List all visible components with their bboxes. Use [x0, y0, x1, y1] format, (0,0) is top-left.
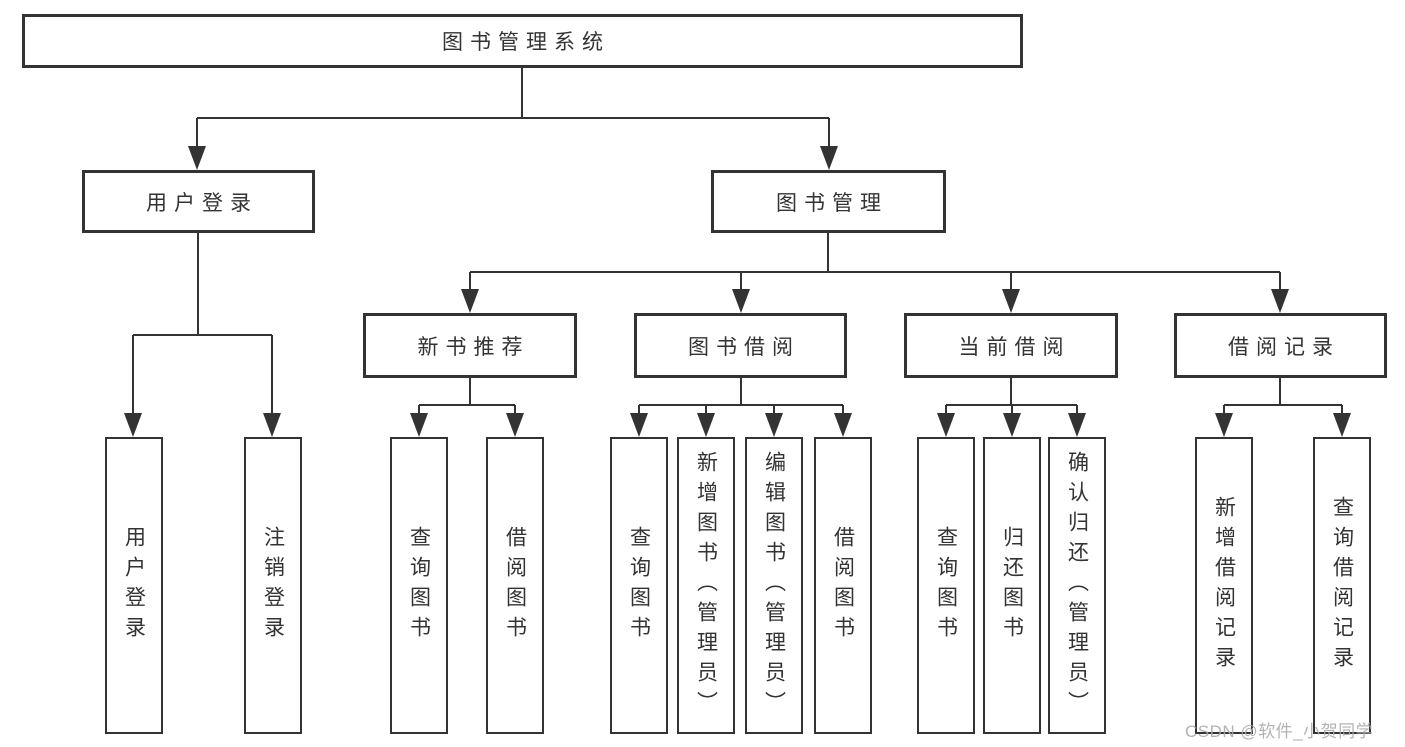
- node-current-borrow-label: 当前借阅: [958, 335, 1071, 359]
- node-book-borrow: 图书借阅: [634, 313, 847, 378]
- node-user-login: 用户登录: [82, 170, 315, 233]
- node-book-management: 图书管理: [711, 170, 946, 233]
- leaf-return-books: 归还图书: [983, 437, 1041, 734]
- node-user-login-label: 用户登录: [146, 191, 258, 215]
- leaf-logout-label: 注销登录: [261, 525, 285, 646]
- leaf-add-book-admin: 新增图书（管理员）: [677, 437, 735, 734]
- leaf-add-borrow-record-label: 新增借阅记录: [1212, 495, 1236, 676]
- leaf-return-books-label: 归还图书: [1000, 525, 1024, 646]
- leaf-add-borrow-record: 新增借阅记录: [1195, 437, 1253, 734]
- node-current-borrow: 当前借阅: [904, 313, 1118, 378]
- leaf-borrow-books-recommend-label: 借阅图书: [503, 525, 527, 646]
- node-book-borrow-label: 图书借阅: [688, 335, 800, 359]
- leaf-borrow-books-label: 借阅图书: [831, 525, 855, 646]
- leaf-query-books-borrow-label: 查询图书: [627, 525, 651, 646]
- leaf-query-books-recommend-label: 查询图书: [407, 525, 431, 646]
- node-root-label: 图书管理系统: [442, 31, 610, 54]
- leaf-query-borrow-record: 查询借阅记录: [1313, 437, 1371, 734]
- leaf-query-books-recommend: 查询图书: [390, 437, 448, 734]
- leaf-confirm-return-admin-label: 确认归还（管理员）: [1065, 450, 1089, 721]
- leaf-query-books-current-label: 查询图书: [934, 525, 958, 646]
- node-root-library-management-system: 图书管理系统: [22, 14, 1023, 68]
- leaf-logout: 注销登录: [244, 437, 302, 734]
- leaf-user-login-label: 用户登录: [122, 525, 146, 646]
- node-new-book-recommend: 新书推荐: [363, 313, 577, 378]
- node-book-management-label: 图书管理: [776, 191, 888, 215]
- node-borrow-records-label: 借阅记录: [1228, 335, 1340, 359]
- leaf-query-books-current: 查询图书: [917, 437, 975, 734]
- leaf-confirm-return-admin: 确认归还（管理员）: [1048, 437, 1106, 734]
- leaf-edit-book-admin: 编辑图书（管理员）: [745, 437, 803, 734]
- leaf-borrow-books-recommend: 借阅图书: [486, 437, 544, 734]
- node-new-book-recommend-label: 新书推荐: [417, 335, 530, 359]
- leaf-user-login: 用户登录: [105, 437, 163, 734]
- csdn-watermark: CSDN @软件_小贺同学: [1185, 722, 1374, 741]
- leaf-add-book-admin-label: 新增图书（管理员）: [694, 450, 718, 721]
- leaf-query-borrow-record-label: 查询借阅记录: [1330, 495, 1354, 676]
- node-borrow-records: 借阅记录: [1174, 313, 1387, 378]
- leaf-edit-book-admin-label: 编辑图书（管理员）: [762, 450, 786, 721]
- leaf-query-books-borrow: 查询图书: [610, 437, 668, 734]
- leaf-borrow-books: 借阅图书: [814, 437, 872, 734]
